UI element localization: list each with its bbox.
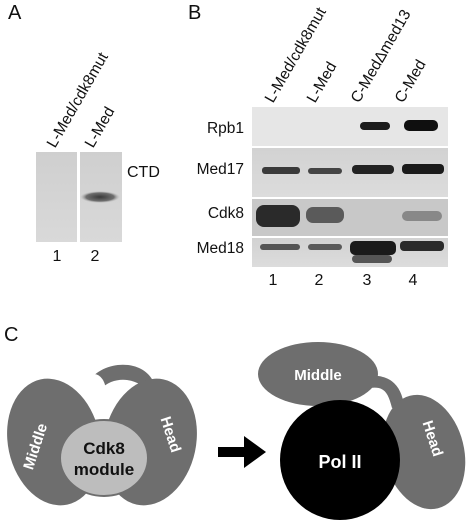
med18-lower-band-lane3 [352,255,392,263]
polii-text: Pol II [318,452,361,472]
panel-c-diagram: Middle Head Cdk8 module Middle Head Pol … [7,342,466,520]
mediator-with-cdk8-complex: Middle Head Cdk8 module [7,364,197,506]
panel-a-column-label-2: L-Med [81,104,119,151]
rpb1-band-lane4 [404,120,438,131]
cdk8-module-text-line1: Cdk8 [83,439,125,458]
ctd-band [80,191,120,203]
med17-band-lane1 [262,167,300,174]
panel-a-blot [36,152,122,242]
transition-arrow [218,436,266,468]
cdk8-band-lane1 [256,205,300,227]
med18-band-lane1 [260,244,300,250]
row-label-med18: Med18 [196,240,244,257]
panel-b-lane-1: 1 [268,272,278,289]
panel-b-blot [252,107,448,267]
med18-band-lane3 [350,241,396,255]
panel-b-column-label-4: C-Med [391,56,430,106]
ctd-label: CTD [127,164,160,181]
cdk8-module-text-line2: module [74,460,134,479]
med17-band-lane2 [308,168,342,174]
med17-band-lane4 [402,164,444,174]
panel-b-lane-3: 3 [362,272,372,289]
cdk8-band-lane4 [402,211,442,221]
row-label-med17: Med17 [196,161,244,178]
middle-text-right: Middle [294,367,342,384]
panel-a-lane-2: 2 [90,248,100,265]
mediator-with-polii-complex: Middle Head Pol II [258,342,466,520]
panel-b-column-label-2: L-Med [303,59,341,106]
panel-a-lane-1: 1 [52,248,62,265]
head-module-right [382,394,466,510]
panel-b-lane-4: 4 [408,272,418,289]
med18-band-lane2 [308,244,342,250]
row-label-rpb1: Rpb1 [206,120,244,137]
panel-c-letter: C [4,324,19,346]
rpb1-band-lane3 [360,122,390,130]
panel-b-letter: B [188,2,202,24]
panel-b-lane-2: 2 [314,272,324,289]
med17-band-lane3 [352,165,394,174]
panel-a-letter: A [8,2,22,24]
middle-module-right [258,342,378,406]
cdk8-band-lane2 [306,207,344,223]
med18-band-lane4 [400,241,444,251]
pol-ii [280,400,400,520]
cdk8-module [59,419,149,497]
row-label-cdk8: Cdk8 [207,205,244,222]
